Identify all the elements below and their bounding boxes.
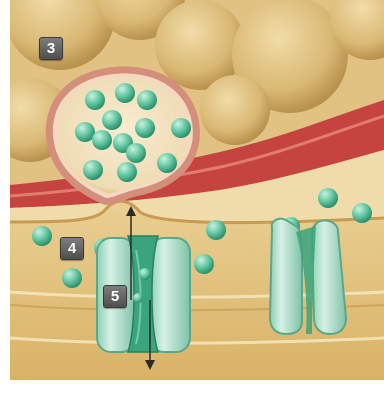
step-4-badge: 4 [60,237,84,260]
step-3-badge: 3 [39,37,63,60]
ion-channel-closed [270,219,346,334]
step-5-badge: 5 [103,285,127,308]
